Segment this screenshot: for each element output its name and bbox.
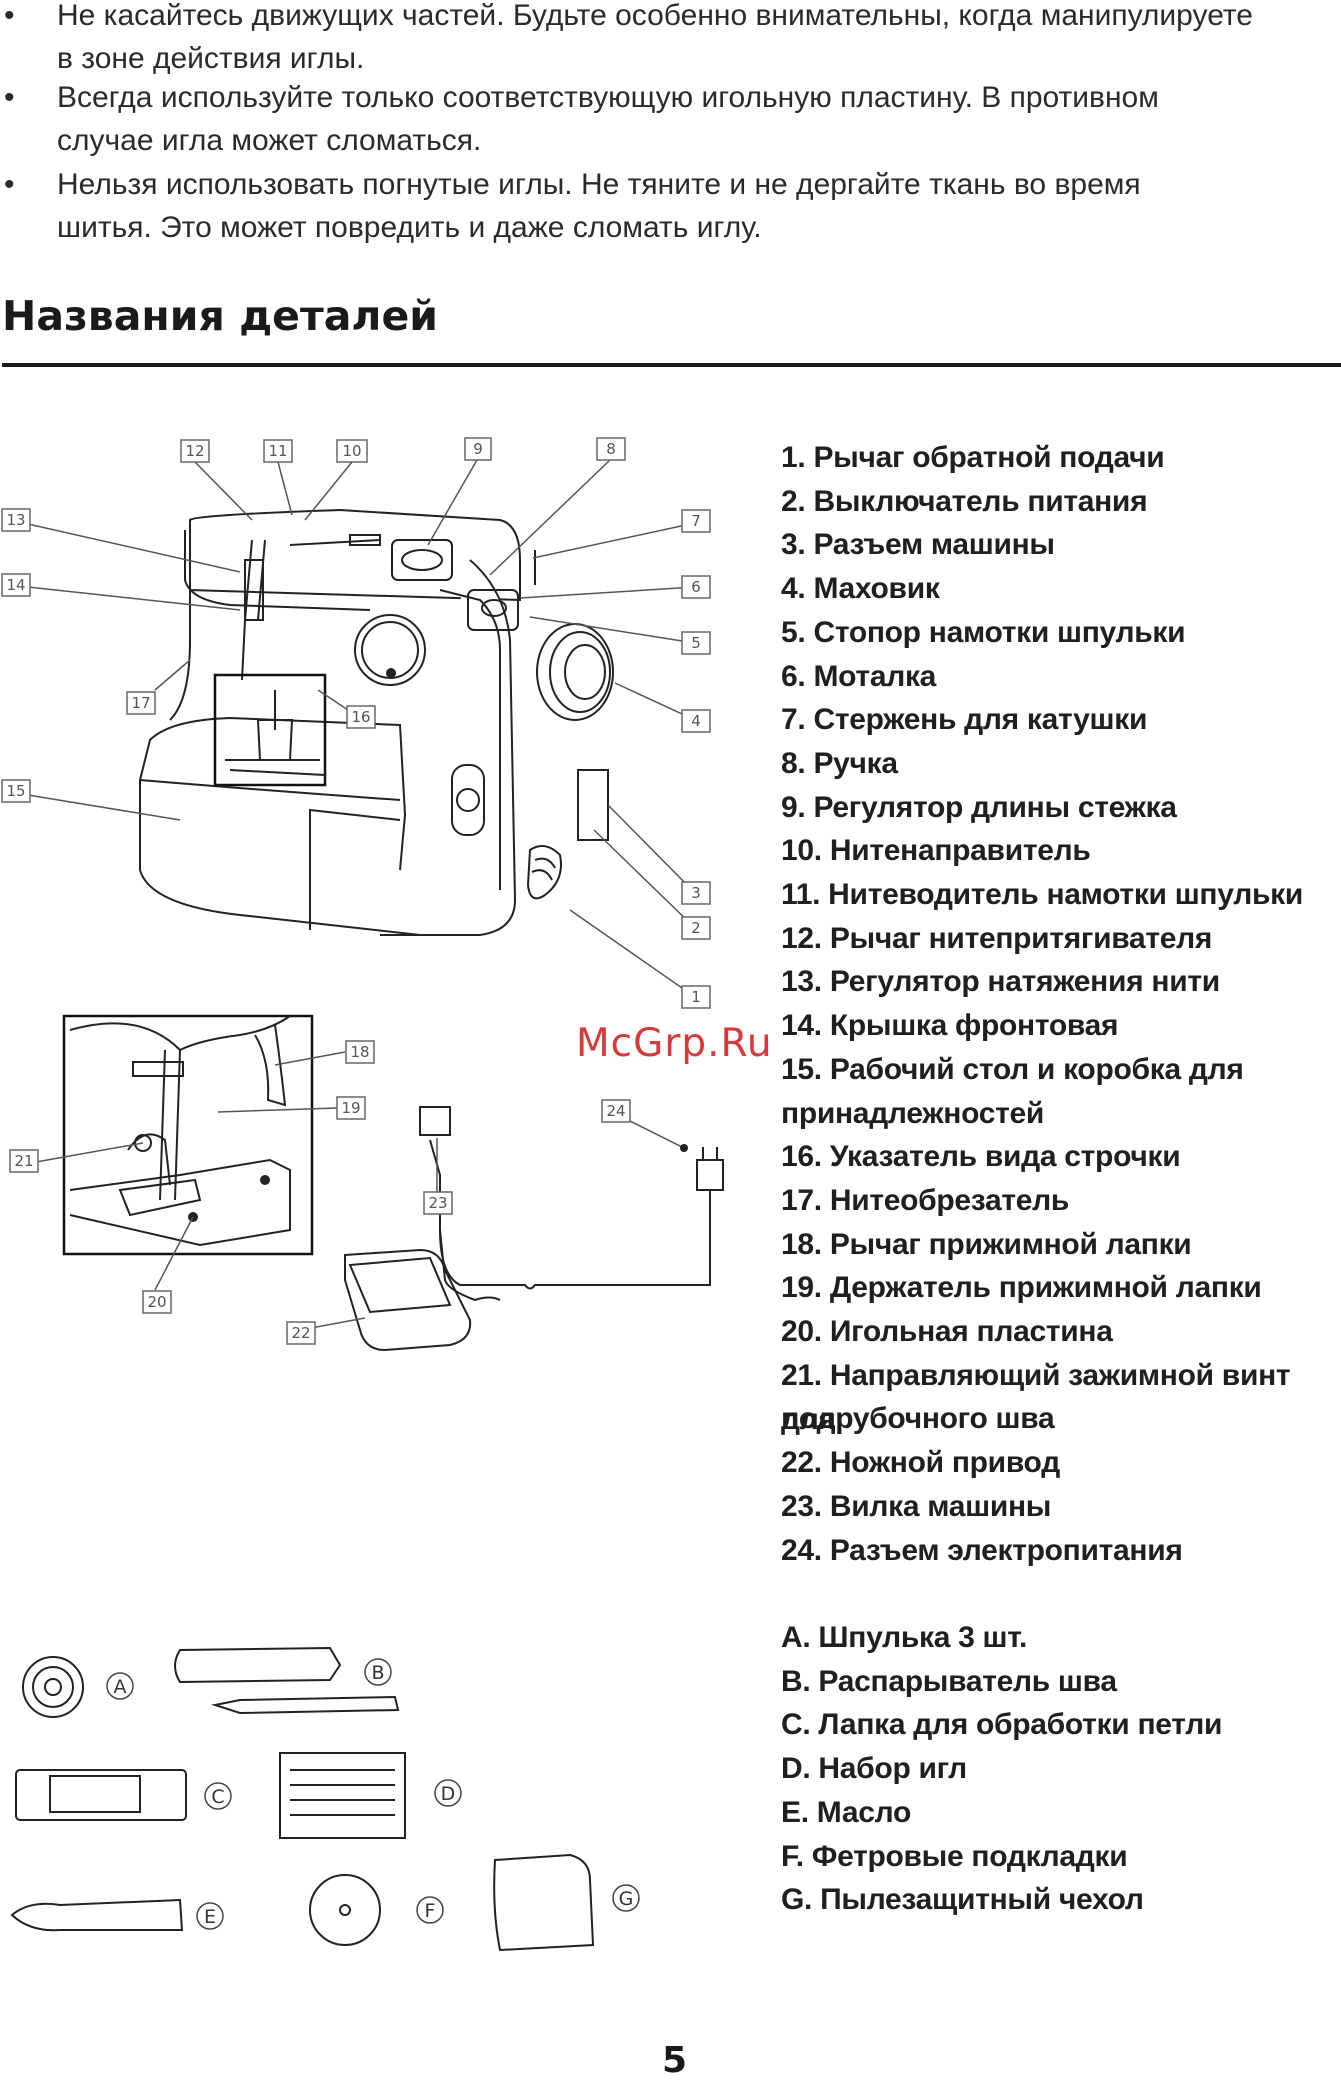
- title-divider: [2, 363, 1341, 367]
- part-item: 11. Нитеводитель намотки шпульки: [781, 878, 1303, 911]
- label-16: 16: [351, 708, 370, 726]
- part-item: 19. Держатель прижимной лапки: [781, 1271, 1262, 1305]
- number-boxes: [1, 437, 711, 1345]
- accessory-item: F. Фетровые подкладки: [781, 1839, 1128, 1873]
- part-item: 18. Рычаг прижимной лапки: [781, 1227, 1192, 1261]
- label-3: 3: [691, 884, 701, 902]
- label-18: 18: [350, 1043, 369, 1061]
- label-9: 9: [473, 440, 483, 458]
- label-g: G: [619, 1888, 634, 1910]
- label-5: 5: [691, 634, 701, 652]
- label-2: 2: [691, 919, 701, 937]
- accessory-item: G. Пылезащитный чехол: [781, 1883, 1144, 1917]
- part-item: 4. Маховик: [781, 572, 940, 606]
- part-item: 1. Рычаг обратной подачи: [781, 441, 1165, 474]
- accessories-illustration: [10, 1646, 595, 1952]
- part-item: 10. Нитенаправитель: [781, 834, 1091, 868]
- presser-foot-illustration: [62, 1014, 314, 1256]
- label-13: 13: [6, 511, 25, 529]
- label-10: 10: [342, 442, 361, 460]
- accessory-item: C. Лапка для обработки петли: [781, 1708, 1223, 1742]
- label-d: D: [441, 1783, 456, 1805]
- accessory-item: A. Шпулька 3 шт.: [781, 1621, 1028, 1654]
- part-item: 23. Вилка машины: [781, 1489, 1052, 1523]
- bullet-3-line2: шитья. Это может повредить и даже сломат…: [57, 211, 762, 244]
- label-24: 24: [606, 1102, 625, 1120]
- accessory-item: E. Масло: [781, 1795, 911, 1829]
- label-f: F: [425, 1900, 436, 1922]
- part-item: 15. Рабочий стол и коробка для: [781, 1052, 1244, 1086]
- label-6: 6: [691, 578, 701, 596]
- label-8: 8: [606, 440, 616, 458]
- label-23: 23: [428, 1194, 447, 1212]
- label-14: 14: [6, 576, 25, 594]
- part-item: 2. Выключатель питания: [781, 484, 1148, 518]
- label-15: 15: [6, 782, 25, 800]
- label-19: 19: [341, 1099, 360, 1117]
- label-a: A: [114, 1676, 127, 1698]
- part-item: 9. Регулятор длины стежка: [781, 790, 1177, 824]
- label-7: 7: [691, 512, 701, 530]
- label-12: 12: [185, 442, 204, 460]
- part-item: 5. Стопор намотки шпульки: [781, 615, 1186, 649]
- label-e: E: [204, 1906, 216, 1928]
- label-c: C: [211, 1786, 224, 1808]
- number-texts: 12 11 10 9 8 7 6 5 4 3 2 1 13 14 15 16 1…: [6, 440, 700, 1928]
- part-item: 7. Стержень для катушки: [781, 703, 1148, 737]
- part-item: 20. Игольная пластина: [781, 1315, 1113, 1348]
- label-20: 20: [147, 1293, 166, 1311]
- page-number: 5: [662, 2040, 688, 2081]
- part-item: 24. Разъем электропитания: [781, 1533, 1183, 1567]
- accessory-item: D. Набор игл: [781, 1752, 967, 1786]
- label-1: 1: [691, 988, 701, 1006]
- foot-pedal-illustration: [344, 1106, 724, 1352]
- section-title: Названия деталей: [2, 292, 438, 340]
- bullet-2-line1: Всегда используйте только соответствующу…: [57, 81, 1159, 114]
- part-item: 13. Регулятор натяжения нити: [781, 965, 1220, 999]
- bullet-3-line1: Нельзя использовать погнутые иглы. Не тя…: [57, 168, 1141, 201]
- part-item: принадлежностей: [781, 1096, 1045, 1130]
- part-item: 16. Указатель вида строчки: [781, 1140, 1181, 1174]
- part-item: 6. Моталка: [781, 659, 937, 693]
- label-22: 22: [291, 1324, 310, 1342]
- part-item: 12. Рычаг нитепритягивателя: [781, 921, 1213, 955]
- letter-circles: [106, 1658, 640, 1930]
- part-item: подрубочного шва: [781, 1402, 1055, 1436]
- bullet-1-line2: в зоне действия иглы.: [57, 42, 365, 75]
- watermark: McGrp.Ru: [576, 1021, 773, 1066]
- label-21: 21: [14, 1152, 33, 1170]
- sewing-machine-illustration: [139, 508, 614, 936]
- label-11: 11: [268, 442, 287, 460]
- part-item: 17. Нитеобрезатель: [781, 1183, 1070, 1217]
- label-17: 17: [131, 694, 150, 712]
- accessory-item: B. Распарыватель шва: [781, 1664, 1117, 1698]
- part-item: 3. Разъем машины: [781, 528, 1055, 562]
- label-4: 4: [691, 712, 701, 730]
- bullet-2-line2: случае игла может сломаться.: [57, 124, 482, 157]
- part-item: 21. Направляющий зажимной винт для: [781, 1358, 1291, 1436]
- part-item: 8. Ручка: [781, 746, 898, 780]
- bullet-1-line1: Не касайтесь движущих частей. Будьте осо…: [57, 0, 1253, 32]
- part-item: 14. Крышка фронтовая: [781, 1009, 1119, 1043]
- part-item: 22. Ножной привод: [781, 1446, 1060, 1480]
- label-b: B: [371, 1662, 384, 1684]
